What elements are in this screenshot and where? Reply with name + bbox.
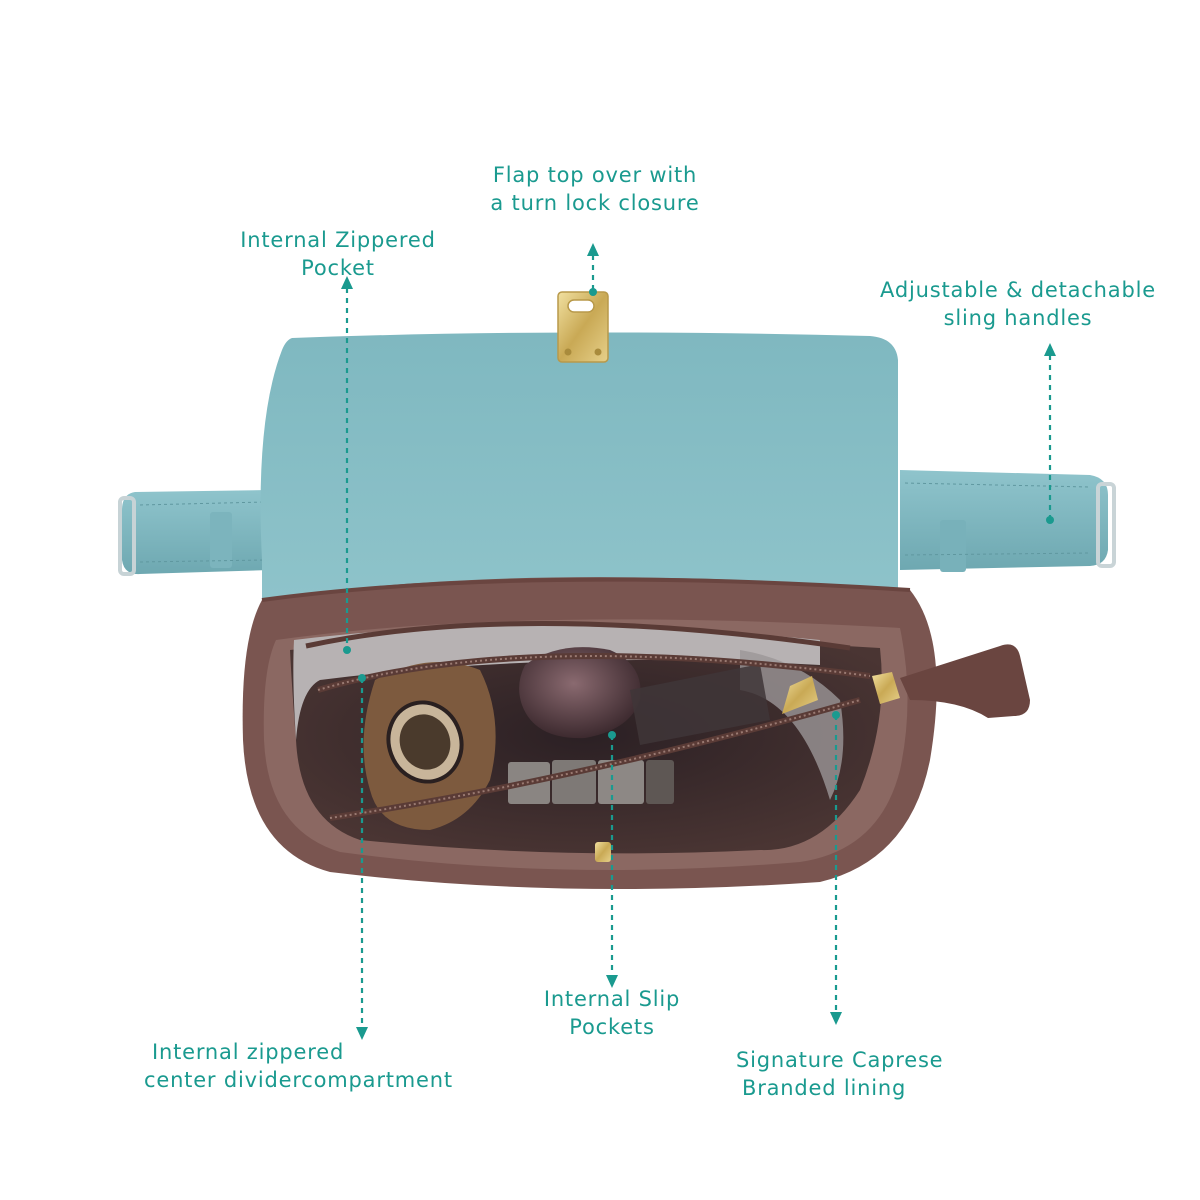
perfume-bottle — [363, 662, 496, 830]
callout-slip-line1: Internal Slip — [543, 987, 681, 1011]
callout-sling-line1: Adjustable & detachable — [880, 278, 1156, 302]
turn-lock-icon — [557, 291, 609, 363]
callout-branded-lining: Signature Caprese Branded lining — [730, 1046, 960, 1102]
callout-zip-pocket-line1: Internal Zippered — [240, 228, 436, 252]
callout-sling-line2: sling handles — [943, 306, 1093, 330]
zipper-pull-icon — [782, 672, 900, 714]
callout-divider-line1: Internal zippered — [152, 1040, 345, 1064]
callout-sling-handles: Adjustable & detachable sling handles — [868, 276, 1168, 332]
callout-lining-line2: Branded lining — [742, 1076, 907, 1100]
callout-divider-line2: center dividercompartment — [144, 1068, 453, 1092]
callout-flap-line2: a turn lock closure — [490, 191, 700, 215]
sling-strap-left — [118, 490, 270, 576]
bag-flap — [260, 332, 898, 600]
callout-slip-pockets: Internal Slip Pockets — [512, 985, 712, 1041]
callout-zip-pocket-line2: Pocket — [301, 256, 375, 280]
zipper-end-tab — [900, 644, 1030, 718]
callout-arrowheads — [341, 243, 1056, 1040]
callout-divider-compartment: Internal zippered center dividercompartm… — [136, 1038, 476, 1094]
callout-slip-line2: Pockets — [569, 1015, 655, 1039]
branded-lining — [293, 626, 820, 740]
callout-flap-line1: Flap top over with — [492, 163, 698, 187]
callout-flap-closure: Flap top over with a turn lock closure — [470, 161, 720, 217]
compact-case — [519, 647, 641, 739]
callout-lining-line1: Signature Caprese — [736, 1048, 944, 1072]
callout-arrows — [345, 255, 1052, 1030]
zippered-pocket — [305, 621, 851, 651]
sling-strap-right — [900, 470, 1116, 572]
callout-zippered-pocket: Internal Zippered Pocket — [218, 226, 458, 282]
callout-dots — [343, 288, 1054, 739]
